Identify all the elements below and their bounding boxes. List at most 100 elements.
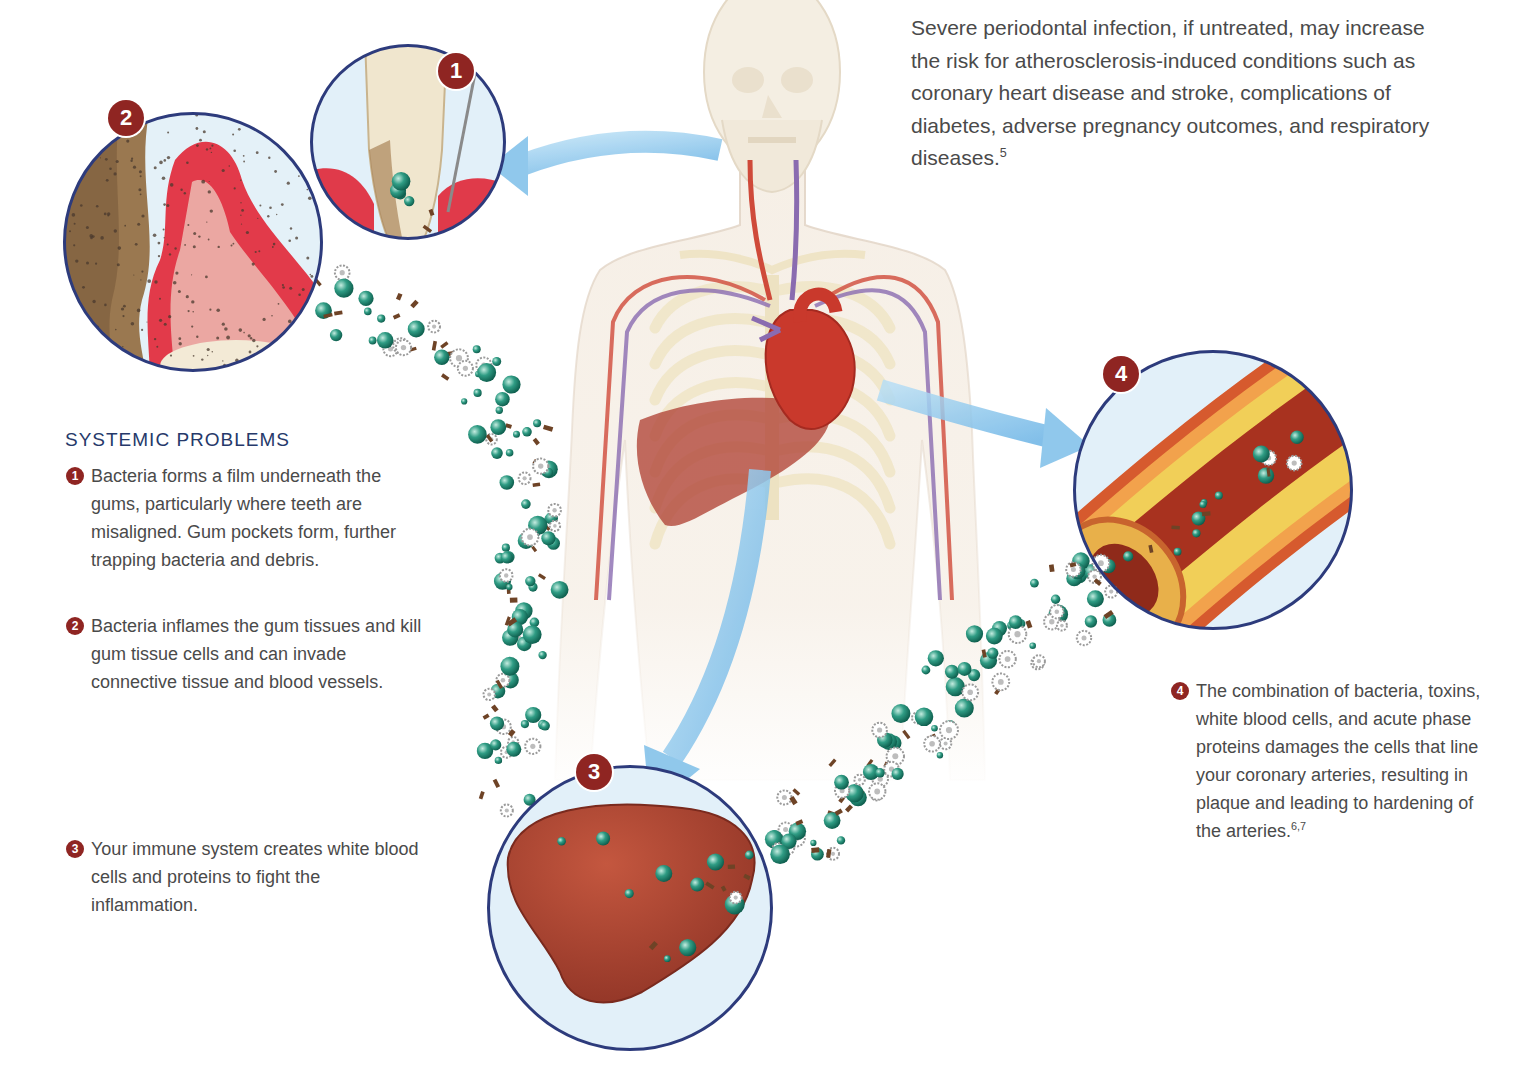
bacteria-speck: [100, 157, 101, 158]
white-blood-cell: [924, 736, 940, 752]
bacterium: [928, 650, 944, 666]
bacterium: [1123, 551, 1133, 561]
bacterium: [377, 332, 394, 349]
step-text: Bacteria inflames the gum tissues and ki…: [91, 616, 421, 692]
white-blood-cell: [992, 674, 1009, 691]
bacteria-speck: [277, 132, 280, 135]
bacterium: [987, 648, 998, 659]
step-text-block: Your immune system creates white blood c…: [91, 835, 431, 919]
artery-inset: [1031, 350, 1390, 676]
bacteria-speck: [229, 165, 231, 167]
body-outline: [555, 160, 985, 780]
callout-number: 1: [438, 53, 474, 89]
bacteria-speck: [163, 229, 165, 231]
bacterium: [501, 552, 513, 564]
bacteria-speck: [249, 351, 252, 354]
bacterium: [557, 837, 566, 846]
bacteria-speck: [109, 168, 112, 171]
bacteria-speck: [80, 127, 83, 130]
bacterium: [490, 717, 504, 731]
toxin-debris: [440, 341, 448, 349]
bacteria-speck: [148, 115, 151, 118]
toxin-debris: [1202, 511, 1211, 516]
bacterium: [492, 357, 501, 366]
bacteria-speck: [287, 182, 290, 185]
bacteria-speck: [258, 250, 260, 252]
bacteria-speck: [263, 318, 266, 321]
white-blood-cell: [522, 529, 539, 546]
bacterium: [330, 329, 342, 341]
bacteria-speck: [311, 363, 313, 365]
bacteria-speck: [256, 345, 258, 347]
bacterium: [679, 939, 696, 956]
cell-nucleus: [998, 679, 1004, 685]
bacteria-speck: [141, 214, 144, 217]
bacterium: [745, 851, 754, 860]
bacteria-speck: [287, 118, 289, 120]
toxin-debris: [533, 438, 540, 446]
inset-circle: 3: [487, 765, 773, 1051]
bacteria-speck: [114, 172, 117, 175]
bacteria-speck: [302, 288, 305, 291]
bacteria-speck: [107, 212, 110, 215]
bacteria-speck: [137, 309, 141, 313]
bacteria-speck: [170, 183, 174, 187]
bacteria-speck: [288, 239, 291, 242]
bacterium: [524, 794, 536, 806]
white-blood-cell: [1105, 586, 1117, 598]
bacteria-speck: [133, 274, 134, 275]
bacteria-speck: [210, 148, 212, 150]
bacteria-speck: [163, 203, 166, 206]
bacteria-speck: [95, 263, 97, 265]
bacteria-speck: [184, 244, 186, 246]
bacteria-speck: [117, 263, 120, 266]
bacterium: [408, 321, 425, 338]
bacteria-speck: [278, 303, 280, 305]
bacteria-speck: [97, 124, 101, 128]
step-number-block: 3: [66, 840, 84, 858]
bacterium: [521, 499, 531, 509]
bacteria-speck: [315, 177, 318, 180]
probe-handle: [478, 36, 506, 58]
bacteria-speck: [138, 188, 141, 191]
bacteria-speck: [90, 237, 93, 240]
toxin-debris: [649, 941, 658, 950]
bacterium: [891, 704, 910, 723]
bacteria-speck: [224, 327, 228, 331]
bacteria-speck: [168, 315, 171, 318]
inset-circle: 2: [63, 112, 323, 372]
bacteria-speck: [199, 139, 202, 142]
bacterium: [875, 768, 885, 778]
bacteria-speck: [135, 243, 138, 246]
bacteria-speck: [154, 338, 156, 340]
white-blood-cell: [940, 738, 951, 749]
particles: [390, 172, 442, 248]
bacteria-speck: [192, 311, 194, 313]
white-blood-cell: [999, 651, 1015, 667]
bacteria-speck: [240, 202, 241, 203]
toxin-debris: [441, 373, 449, 380]
bacteria-speck: [288, 320, 292, 324]
white-blood-cell: [1093, 555, 1110, 572]
cell-nucleus: [340, 270, 345, 275]
toxin-debris: [795, 819, 803, 825]
bacterium: [315, 302, 332, 319]
bacteria-speck: [154, 280, 157, 283]
carotid-artery: [750, 160, 770, 300]
cell-nucleus: [1082, 636, 1087, 641]
bacteria-speck: [116, 160, 119, 163]
bacteria-speck: [313, 372, 316, 375]
toxin-debris: [315, 279, 322, 286]
bacteria-speck: [104, 213, 107, 216]
bacteria-speck: [203, 130, 206, 133]
bacteria-speck: [170, 355, 172, 357]
bacteria-speck: [273, 243, 276, 246]
cell-nucleus: [892, 753, 898, 759]
bacterium: [434, 350, 449, 365]
tooth: [365, 38, 447, 252]
bacteria-speck: [159, 319, 162, 322]
bacteria-speck: [281, 133, 283, 135]
white-blood-cell: [940, 721, 958, 739]
bacteria-speck: [75, 259, 78, 262]
bacterium: [525, 576, 535, 586]
